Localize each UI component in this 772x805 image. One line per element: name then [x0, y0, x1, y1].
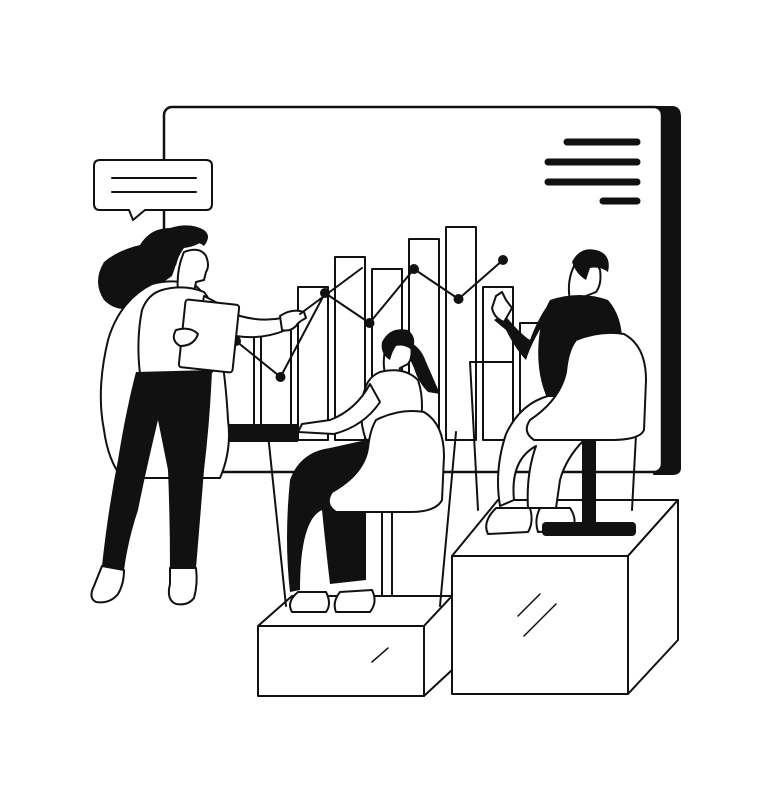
woman-chair-back: [327, 410, 445, 513]
man-chair-base: [542, 522, 636, 536]
woman-chair-post: [381, 511, 393, 597]
woman-arm: [297, 383, 381, 435]
seated-man: [469, 249, 647, 536]
seated-woman: [267, 329, 457, 613]
woman-hair: [381, 329, 415, 360]
trend-point: [453, 294, 464, 304]
board-ledge: [228, 424, 298, 442]
man-shoe: [485, 507, 533, 535]
left-cube-front: [257, 625, 425, 697]
trend-point: [409, 264, 419, 274]
presenter-face: [176, 248, 209, 293]
man-hair: [572, 249, 609, 280]
left-cube-side: [423, 595, 453, 697]
woman-shoe: [333, 589, 376, 613]
board-bar: [260, 328, 292, 441]
trend-point: [320, 288, 330, 298]
woman-shoe: [289, 591, 330, 613]
presenter-hand: [279, 309, 307, 332]
woman-chair-frame: [267, 431, 457, 607]
pointer-stick: [299, 267, 363, 315]
presenter: [90, 225, 363, 606]
man-arm: [494, 302, 552, 360]
presenter-trousers: [102, 370, 212, 570]
right-platform: [451, 499, 679, 695]
woman-ponytail: [404, 340, 440, 394]
presentation-board: [162, 105, 681, 475]
trend-line: [231, 255, 508, 382]
man-hand: [491, 291, 513, 323]
man-chair-post: [582, 440, 596, 522]
right-cube-front: [451, 555, 629, 695]
board-bar: [445, 226, 477, 441]
trend-point: [275, 372, 286, 382]
presenter-shoe-right: [167, 567, 198, 606]
speech-bubble: [93, 159, 213, 221]
trend-point: [498, 255, 508, 265]
trend-point: [364, 318, 375, 328]
right-cube-side: [627, 499, 679, 695]
board-text-lines: [544, 138, 641, 205]
board-bar: [297, 286, 329, 441]
presenter-shoe-left: [90, 565, 125, 604]
man-chair-back: [525, 331, 647, 441]
